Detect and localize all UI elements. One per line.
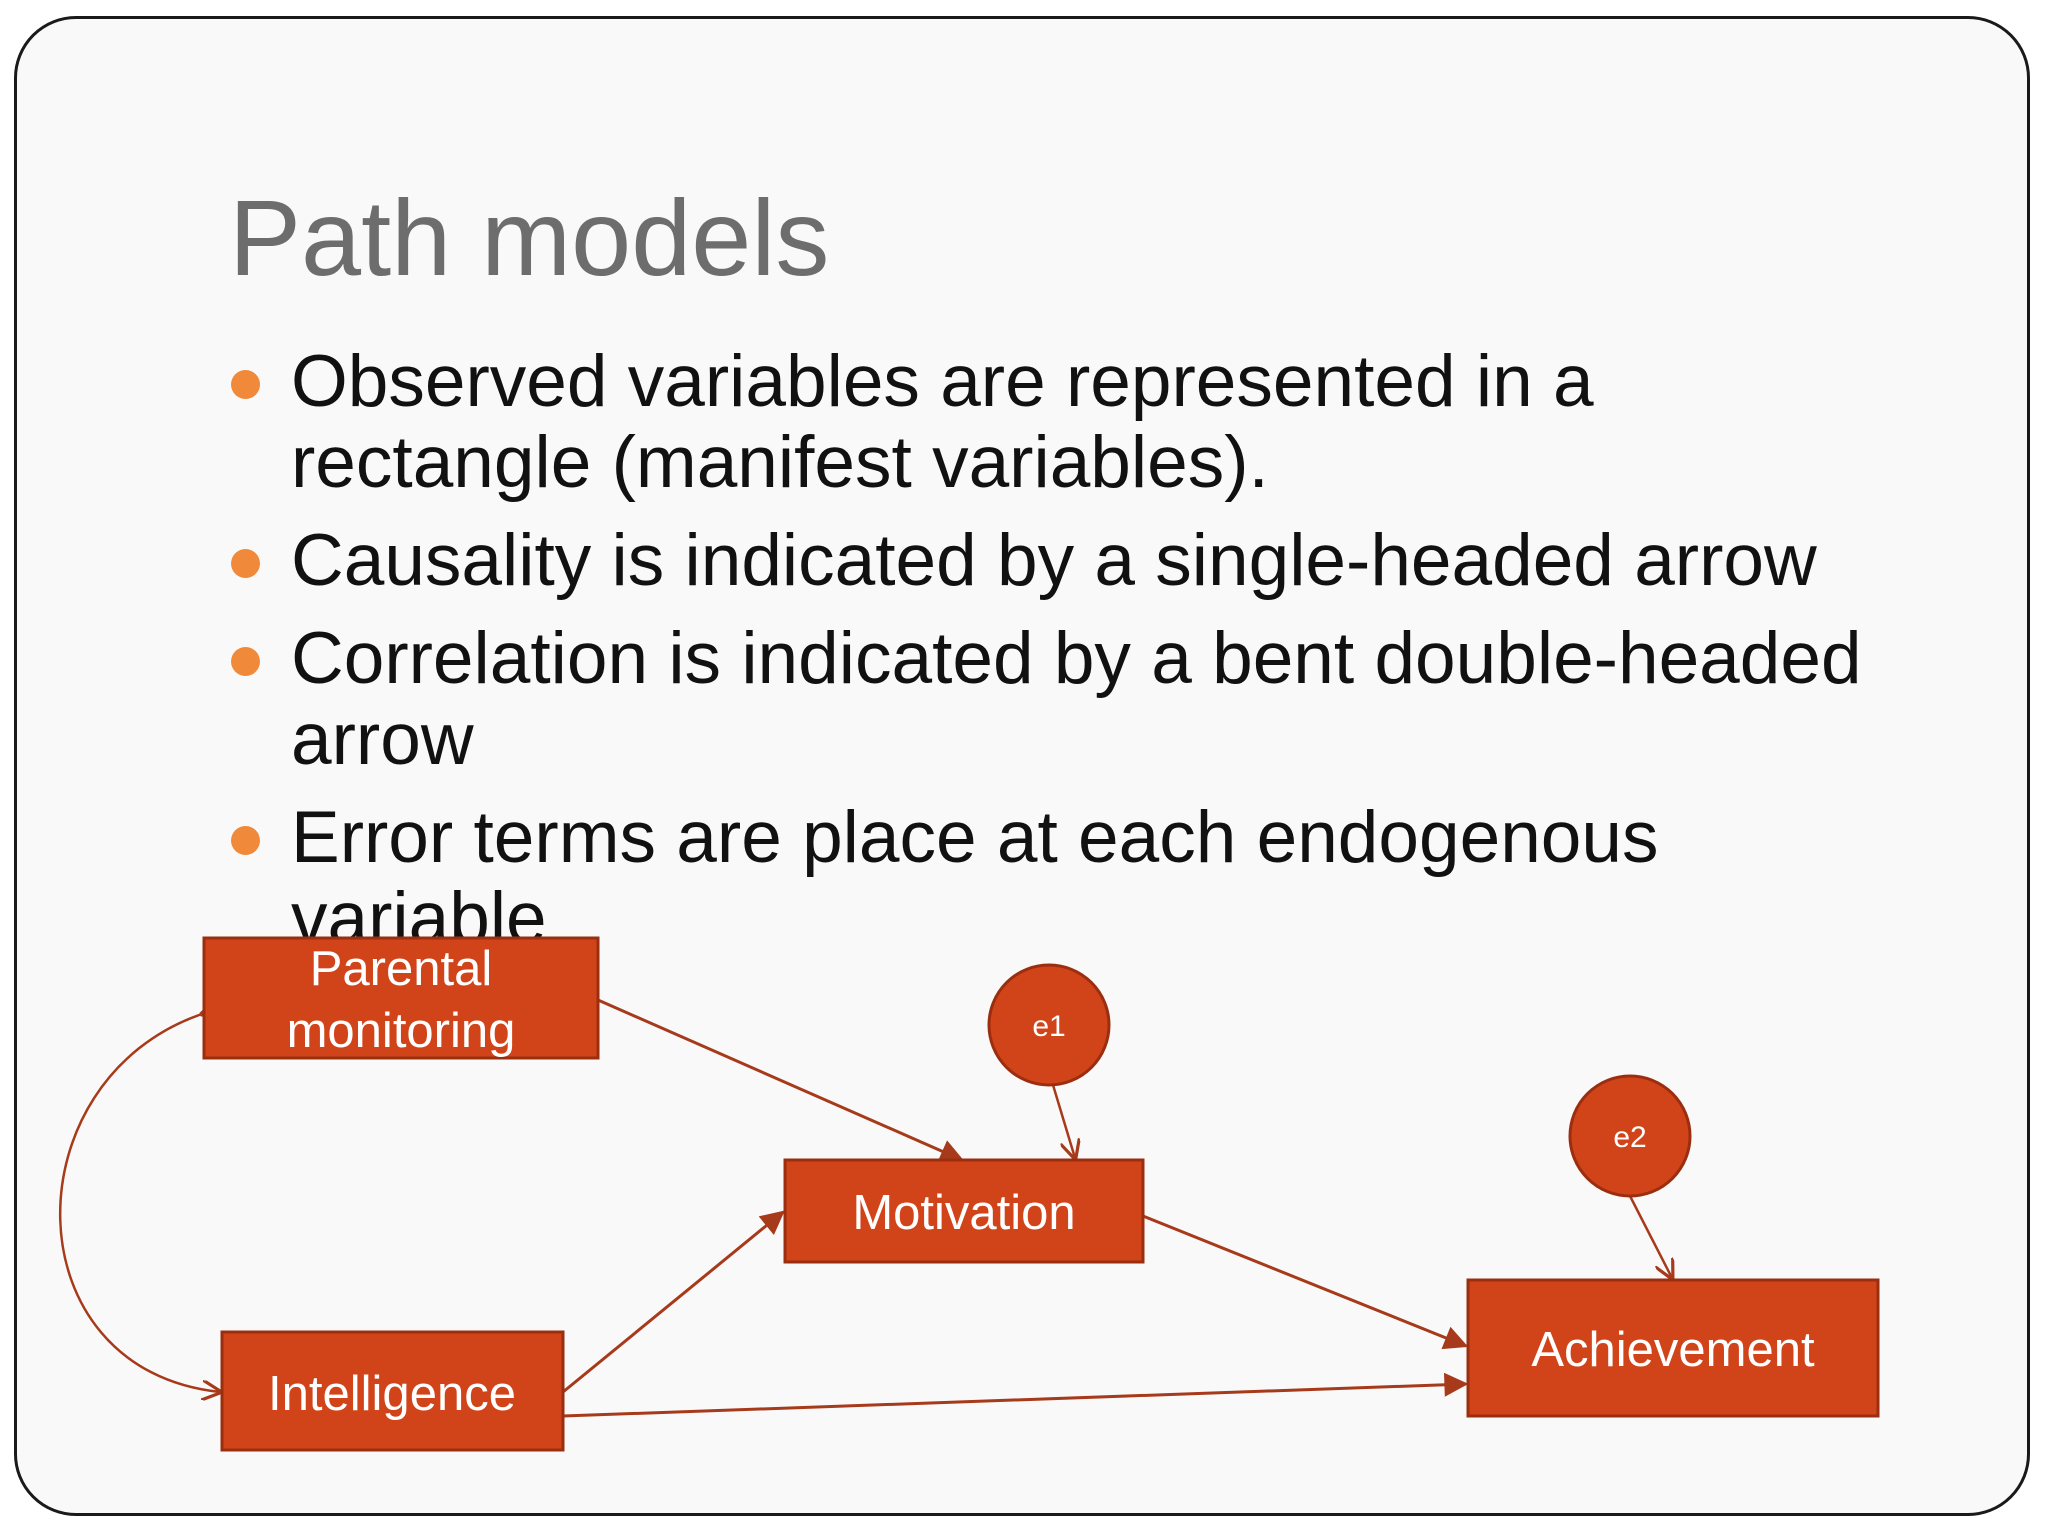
bullet-item: Error terms are place at each endogenous… (229, 797, 2009, 959)
bullet-dot-icon (231, 647, 260, 676)
slide-title: Path models (229, 177, 830, 298)
slide: Path models Observed variables are repre… (14, 16, 2030, 1516)
error-term-e1: e1 (987, 963, 1111, 1087)
node-achievement: Achievement (1466, 1278, 1880, 1418)
bullet-line: Error terms are place at each endogenous (291, 797, 1659, 878)
node-motivation: Motivation (783, 1158, 1145, 1264)
bullet-line: Causality is indicated by a single-heade… (291, 520, 1817, 601)
bullet-line: rectangle (manifest variables). (291, 422, 1269, 503)
bullet-line: arrow (291, 699, 474, 780)
arrow-motivation-to-achievement (1142, 1214, 1469, 1350)
bullet-dot-icon (231, 826, 260, 855)
error-term-e2: e2 (1568, 1074, 1692, 1198)
bullet-dot-icon (231, 370, 260, 399)
node-label: Parental (310, 942, 493, 996)
bullet-list: Observed variables are represented in a … (229, 341, 2009, 976)
node-intelligence: Intelligence (220, 1330, 565, 1452)
node-parental-monitoring: Parental monitoring (202, 936, 600, 1060)
error-label: e2 (1613, 1121, 1646, 1154)
node-label: Achievement (1531, 1323, 1815, 1377)
bullet-dot-icon (231, 549, 260, 578)
correlation-arrow-parental-intelligence (58, 1014, 220, 1392)
bullet-item: Correlation is indicated by a bent doubl… (229, 618, 2009, 780)
bullet-line: Observed variables are represented in a (291, 341, 1594, 422)
arrow-e1-to-motivation (1048, 1074, 1075, 1158)
bullet-item: Causality is indicated by a single-heade… (229, 520, 2009, 601)
node-label: monitoring (287, 1004, 516, 1058)
path-arrows (58, 998, 1672, 1418)
error-label: e1 (1032, 1010, 1065, 1043)
arrow-intelligence-to-motivation (562, 1210, 785, 1394)
arrow-e2-to-achievement (1628, 1195, 1672, 1278)
arrow-parental-to-motivation (597, 998, 965, 1163)
node-label: Motivation (852, 1186, 1075, 1240)
node-label: Intelligence (268, 1367, 516, 1421)
arrow-intelligence-to-achievement (562, 1372, 1469, 1418)
bullet-item: Observed variables are represented in a … (229, 341, 2009, 503)
bullet-line: Correlation is indicated by a bent doubl… (291, 618, 1862, 699)
